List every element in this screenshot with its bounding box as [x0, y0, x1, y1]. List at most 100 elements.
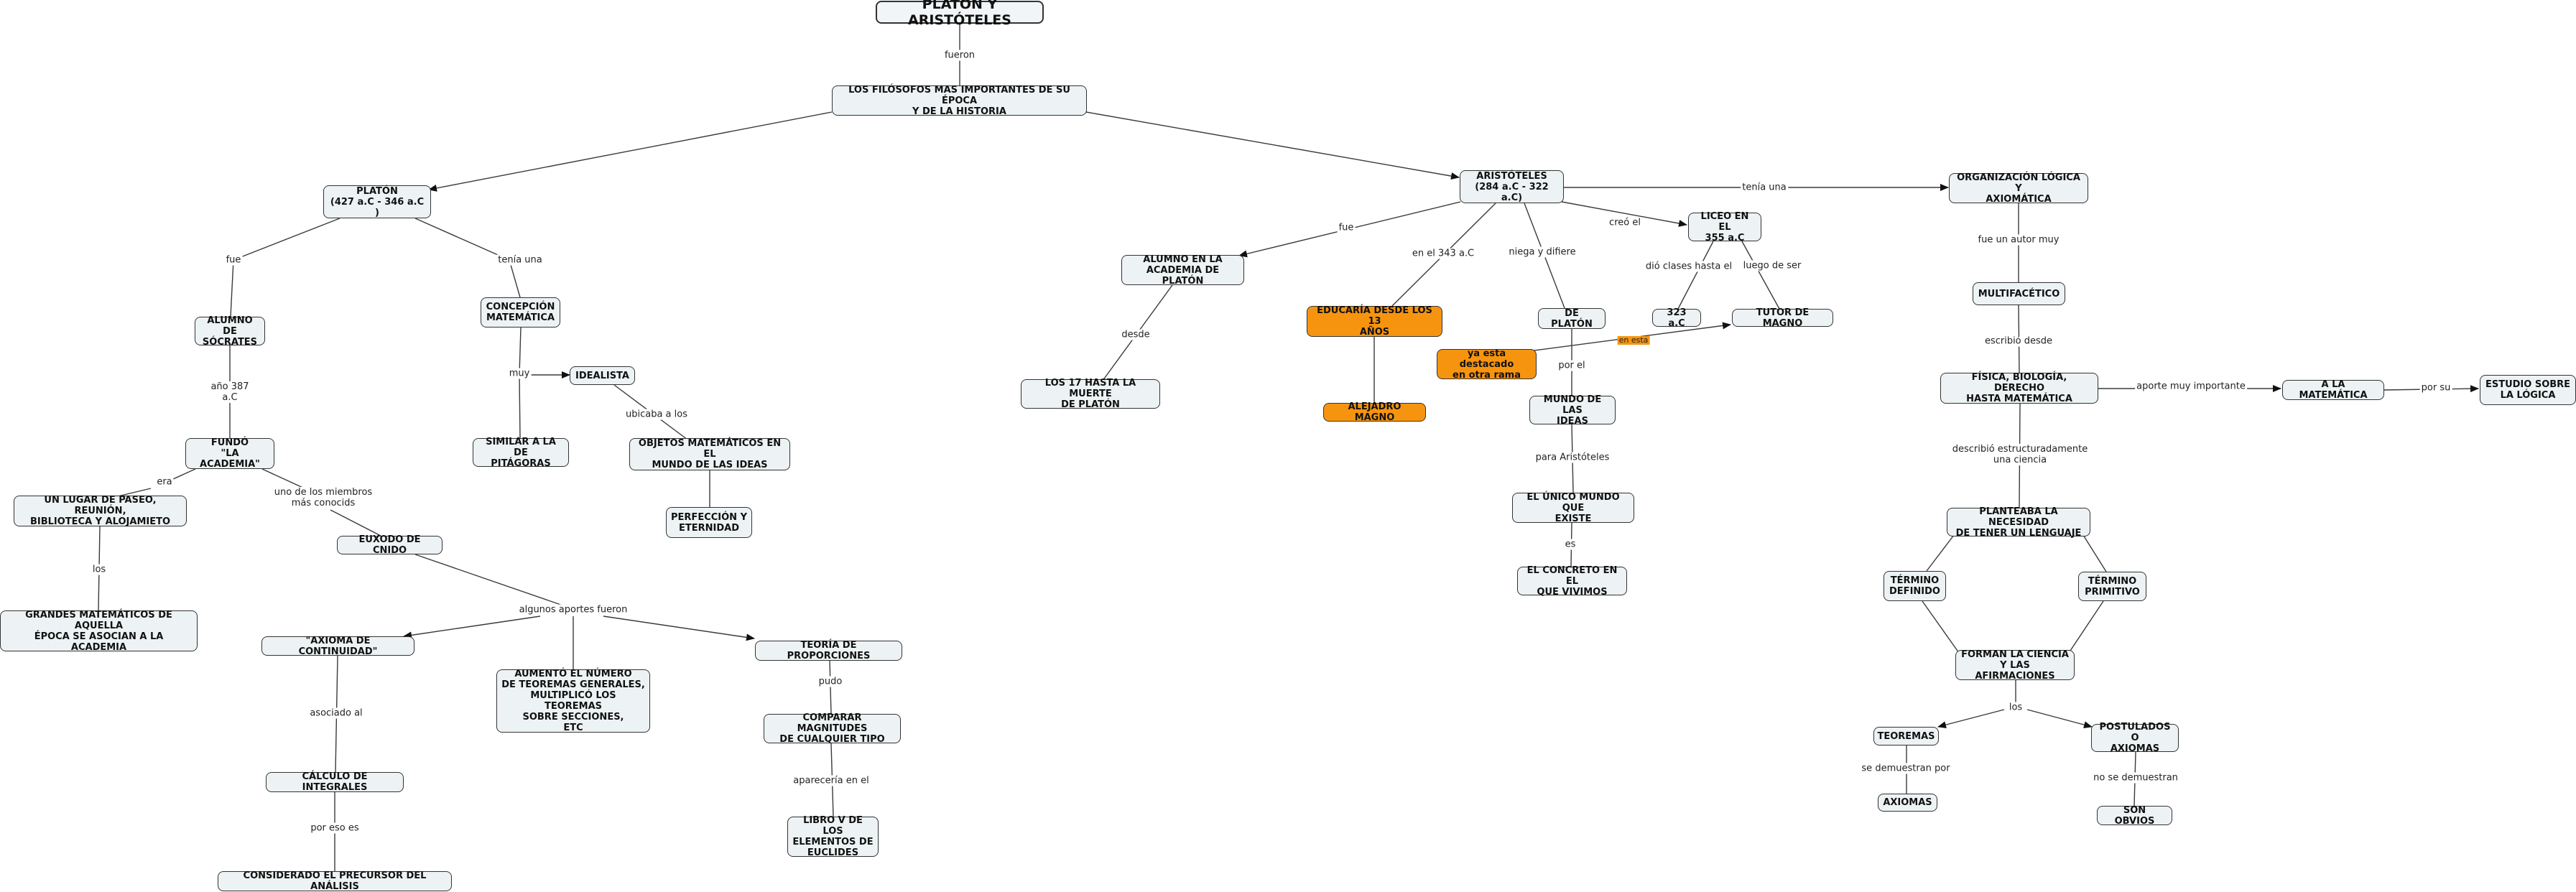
concept-idealista[interactable]: IDEALISTA	[570, 366, 635, 385]
link-label-niega: niega y difiere	[1507, 246, 1577, 258]
link-label-desde: desde	[1120, 329, 1152, 340]
edge-platon-tenia	[414, 218, 510, 261]
link-label-ubicaba: ubicaba a los	[624, 409, 690, 420]
concept-axiomas[interactable]: AXIOMAS	[1878, 794, 1937, 812]
concept-educaria[interactable]: EDUCARÍA DESDE LOS 13 AÑOS	[1307, 305, 1442, 338]
link-label-muy: muy	[507, 368, 532, 379]
concept-son-obvios[interactable]: SON OBVIOS	[2097, 805, 2172, 827]
edge-muy-similar	[519, 374, 521, 439]
link-label-fue-platon: fue	[224, 254, 243, 266]
concept-similar-pitagoras[interactable]: SIMILAR A LA DE PITÁGORAS	[473, 437, 569, 469]
link-label-tenia-una-platon: tenía una	[496, 254, 544, 266]
edge-concepcion-muy	[519, 327, 522, 376]
concept-perfeccion[interactable]: PERFECCIÓN Y ETERNIDAD	[666, 507, 752, 538]
edge-algunos-axioma	[403, 615, 541, 639]
edge-definido-forman	[1922, 600, 1960, 654]
link-label-asociado: asociado al	[308, 707, 364, 719]
concept-a-la-matematica[interactable]: A LA MATEMÁTICA	[2282, 379, 2384, 401]
link-label-describio: describió estructuradamente una ciencia	[1950, 444, 2090, 465]
link-label-es: es	[1563, 539, 1577, 550]
link-label-se-demuestran: se demuestran por	[1860, 763, 1952, 774]
edge-primitivo-forman	[2068, 600, 2104, 654]
edge-tenia-concepcion	[509, 259, 521, 298]
concept-alejandro-magno[interactable]: ALEJADRO MAGNO	[1323, 401, 1426, 423]
link-label-apareceria: aparecería en el	[792, 775, 871, 786]
concept-comparar-magnitudes[interactable]: COMPARAR MAGNITUDES DE CUALQUIER TIPO	[764, 712, 901, 745]
link-label-los-academia: los	[91, 564, 108, 575]
link-label-escribio: escribió desde	[1983, 335, 2054, 347]
link-label-uno-miembros: uno de los miembros más conocids	[272, 487, 374, 508]
concept-de-platon[interactable]: DE PLATÓN	[1538, 308, 1606, 330]
concept-forman-ciencia[interactable]: FORMAN LA CIENCIA Y LAS AFIRMACIONES	[1955, 649, 2075, 682]
link-label-era: era	[155, 476, 174, 488]
concept-lugar-paseo[interactable]: UN LUGAR DE PASEO, REUNIÓN, BIBLIOTECA Y…	[14, 495, 187, 527]
link-label-tenia-una-aristoteles: tenía una	[1741, 182, 1788, 193]
concept-alumno-academia[interactable]: ALUMNO EN LA ACADEMIA DE PLATÓN	[1121, 254, 1244, 287]
link-label-algunos-aportes: algunos aportes fueron	[517, 604, 629, 615]
edge-euxodo-algunos	[414, 554, 574, 610]
concept-objetos-matematicos[interactable]: OBJETOS MATEMÁTICOS EN EL MUNDO DE LAS I…	[629, 438, 790, 470]
concept-termino-definido[interactable]: TÉRMINO DEFINIDO	[1884, 571, 1946, 601]
concept-concreto[interactable]: EL CONCRETO EN EL QUE VIVIMOS	[1517, 565, 1627, 598]
concept-mundo-ideas[interactable]: MUNDO DE LAS IDEAS	[1529, 394, 1616, 427]
link-label-para-aristoteles: para Aristóteles	[1534, 452, 1611, 463]
concept-concepcion-matematica[interactable]: CONCEPCIÓN MATEMÁTICA	[481, 297, 560, 327]
edge-aristoteles-liceo	[1561, 201, 1687, 227]
link-label-en-el-343: en el 343 a.C	[1410, 248, 1476, 259]
concept-desde-17[interactable]: LOS 17 HASTA LA MUERTE DE PLATÓN	[1021, 378, 1160, 410]
concept-teoremas[interactable]: TEOREMAS	[1873, 727, 1939, 745]
root-concept[interactable]: PLATÓN Y ARISTÓTELES	[876, 0, 1044, 28]
concept-unico-mundo[interactable]: EL ÚNICO MUNDO QUE EXISTE	[1512, 492, 1634, 524]
edge-filosofos-aristoteles	[1085, 111, 1460, 180]
concept-liceo[interactable]: LICEO EN EL 355 a.C	[1688, 211, 1761, 243]
link-label-por-su: por su	[2419, 382, 2452, 394]
concept-libro-v[interactable]: LIBRO V DE LOS ELEMENTOS DE EUCLIDES	[787, 815, 879, 858]
concept-planteaba[interactable]: PLANTEABA LA NECESIDAD DE TENER UN LENGU…	[1947, 506, 2090, 539]
concept-platon[interactable]: PLATÓN (427 a.C - 346 a.C )	[323, 185, 431, 218]
concept-precursor-analisis[interactable]: CONSIDERADO EL PRECURSOR DEL ANÁLISIS	[218, 870, 452, 892]
edge-platon-fue	[233, 218, 340, 261]
concept-fundo-academia[interactable]: FUNDÓ "LA ACADEMIA"	[185, 437, 274, 470]
edge-fue-alumno	[230, 259, 234, 317]
link-label-en-esta: en esta	[1617, 335, 1650, 345]
edge-filosofos-platon	[428, 111, 833, 192]
concept-termino-primitivo[interactable]: TÉRMINO PRIMITIVO	[2078, 572, 2146, 601]
concept-postulados[interactable]: POSTULADOS O AXIOMAS	[2091, 722, 2179, 754]
concept-ya-destacado[interactable]: ya esta destacado en otra rama	[1437, 348, 1537, 381]
concept-organizacion-logica[interactable]: ORGANIZACIÓN LÓGICA Y AXIOMÁTICA	[1949, 172, 2088, 205]
link-label-por-eso: por eso es	[309, 822, 361, 834]
link-label-pudo: pudo	[817, 676, 844, 687]
concept-aumento-teoremas[interactable]: AUMENTÓ EL NÚMERO DE TEOREMAS GENERALES,…	[496, 669, 650, 733]
link-label-fue-aristoteles: fue	[1337, 222, 1356, 233]
concept-tutor-magno[interactable]: TUTOR DE MAGNO	[1732, 307, 1833, 329]
link-label-fueron: fueron	[942, 50, 977, 61]
link-label-dio-clases: dió clases hasta el	[1644, 261, 1734, 272]
concept-euxodo[interactable]: EUXODO DE CNIDO	[337, 534, 443, 556]
link-label-fue-autor: fue un autor muy	[1976, 234, 2061, 246]
link-label-los-forman: los	[2007, 702, 2024, 713]
concept-teoria-proporciones[interactable]: TEORÍA DE PROPORCIONES	[755, 640, 902, 661]
concept-calculo-integrales[interactable]: CÁLCULO DE INTEGRALES	[266, 771, 404, 793]
edge-los-postulados	[2026, 709, 2093, 728]
edge-teoria-comparar	[829, 660, 832, 715]
edge-uno-euxodo	[330, 509, 381, 536]
link-label-luego-fue: luego de ser	[1741, 260, 1803, 271]
concept-323[interactable]: 323 a.C	[1652, 307, 1701, 329]
concept-alumno-socrates[interactable]: ALUMNO DE SÓCRATES	[195, 315, 265, 348]
concept-filosofos[interactable]: LOS FILÓSOFOS MAS IMPORTANTES DE SU ÉPOC…	[832, 85, 1087, 117]
link-label-por-el: por el	[1557, 360, 1587, 371]
edge-los-teoremas	[1937, 709, 2005, 729]
edge-liceo-323	[1677, 241, 1714, 310]
link-label-aporte: aporte muy importante	[2135, 381, 2247, 392]
concept-multifacetico[interactable]: MULTIFACÉTICO	[1973, 282, 2065, 305]
edge-liceo-tutor	[1741, 241, 1780, 310]
edge-algunos-teoria	[603, 615, 755, 641]
concept-grandes-matematicos[interactable]: GRANDES MATEMÁTICOS DE AQUELLA ÉPOCA SE …	[0, 610, 198, 653]
link-label-no-demuestran: no se demuestran	[2092, 772, 2179, 784]
concept-fisica-biologia[interactable]: FÍSICA, BIOLOGÍA, DERECHO HASTA MATEMÁTI…	[1940, 372, 2098, 404]
concept-axioma-continuidad[interactable]: "AXIOMA DE CONTINUIDAD"	[261, 636, 414, 657]
concept-estudio-logica[interactable]: ESTUDIO SOBRE LA LÓGICA	[2480, 375, 2576, 405]
edge-planteaba-definido	[1926, 534, 1955, 572]
concept-aristoteles[interactable]: ARISTÓTELES (284 a.C - 322 a.C)	[1460, 170, 1564, 203]
